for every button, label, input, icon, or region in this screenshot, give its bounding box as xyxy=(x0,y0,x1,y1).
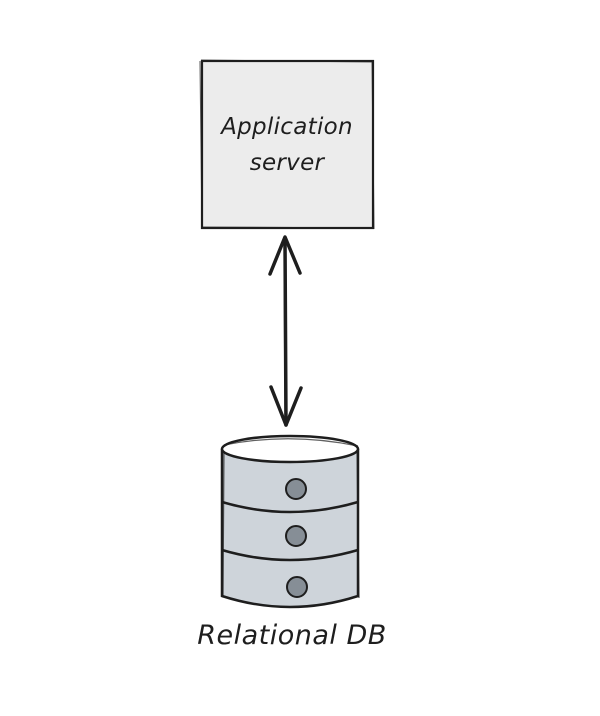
database-icon-body-sketch xyxy=(222,448,360,599)
application-server-box-sketch xyxy=(199,59,375,230)
application-server-label-line2: server xyxy=(250,150,326,176)
application-server-label-line1: Application xyxy=(219,114,353,140)
arrow-head-down-icon xyxy=(269,385,303,427)
relational-db-node[interactable]: Relational DB xyxy=(197,434,387,651)
database-indicator-icon-1 xyxy=(285,478,307,500)
arrow-head-up-icon xyxy=(268,235,302,276)
arrow-shaft xyxy=(283,236,288,427)
database-indicator-icon-3 xyxy=(286,576,308,598)
database-icon-divider-2 xyxy=(221,548,359,562)
database-indicator-icon-2 xyxy=(285,525,307,547)
bidirectional-arrow[interactable] xyxy=(268,235,303,427)
relational-db-label: Relational DB xyxy=(197,620,387,651)
arrow-shaft-sketch xyxy=(283,239,286,424)
application-server-box xyxy=(200,59,375,230)
database-icon-top xyxy=(220,434,360,464)
database-icon-divider-1 xyxy=(221,500,359,514)
database-icon-top-sketch xyxy=(223,438,359,447)
application-server-node[interactable]: Application server xyxy=(199,59,375,230)
